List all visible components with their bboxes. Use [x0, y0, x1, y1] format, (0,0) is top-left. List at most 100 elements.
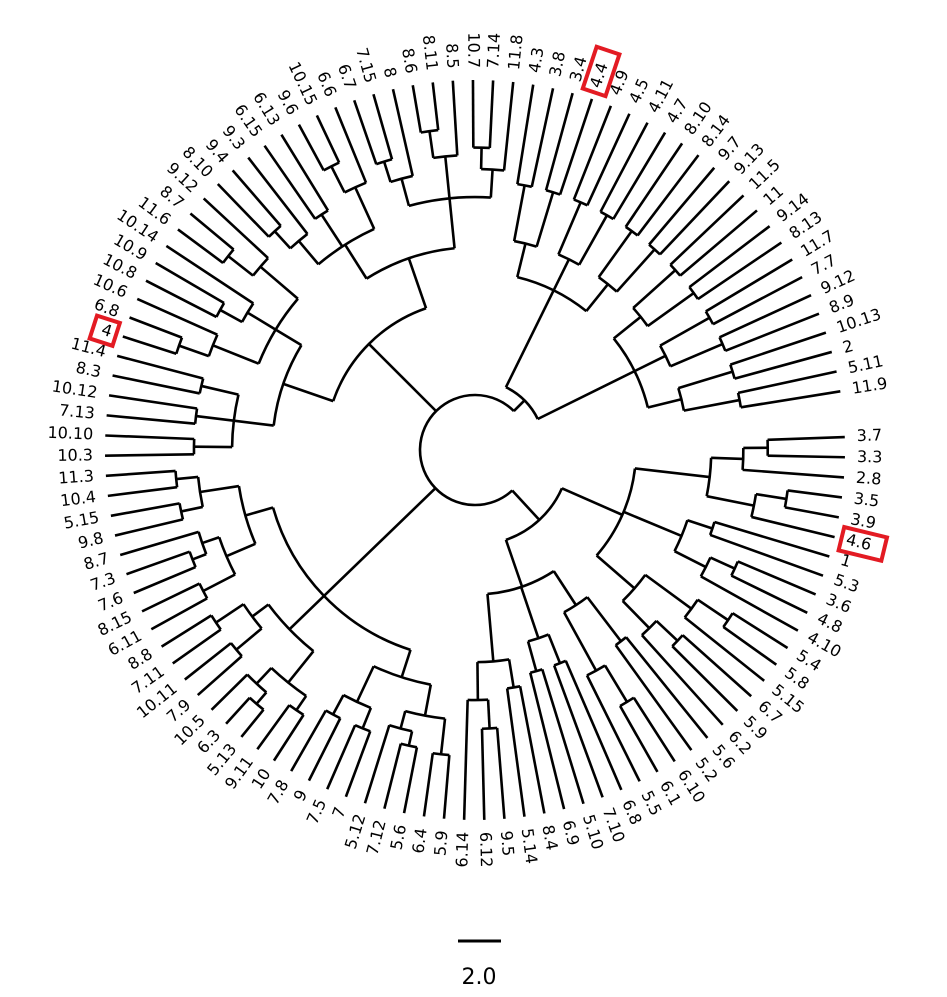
- branch-radial: [150, 597, 208, 631]
- branch-radial: [439, 718, 447, 755]
- branch-radial: [202, 573, 236, 593]
- branch-radial: [288, 594, 325, 631]
- branch-arc: [418, 393, 515, 507]
- branch-radial: [734, 350, 833, 380]
- branch-radial: [272, 714, 305, 762]
- branch-radial: [614, 644, 693, 751]
- branch-arc: [257, 297, 299, 365]
- branch-arc: [317, 227, 375, 266]
- branch-radial: [287, 650, 315, 684]
- branch-radial: [564, 660, 623, 791]
- branch-arc: [614, 636, 627, 647]
- branch-radial: [119, 530, 199, 557]
- leaf-label: 8.4: [538, 823, 561, 852]
- branch-radial: [709, 556, 736, 570]
- leaf-label: 8: [380, 65, 401, 79]
- branch-radial: [172, 628, 222, 665]
- branch-arc: [708, 521, 716, 536]
- branch-radial: [706, 494, 755, 507]
- branch-radial: [355, 665, 375, 703]
- branch-radial: [331, 694, 345, 716]
- branch-radial: [504, 289, 555, 388]
- branch-arc: [481, 167, 505, 172]
- branch-radial: [767, 454, 845, 459]
- branch-radial: [632, 697, 676, 763]
- branch-radial: [273, 230, 292, 250]
- branch-radial: [615, 248, 656, 293]
- branch-radial: [122, 335, 177, 355]
- branch-arc: [215, 302, 226, 318]
- branch-radial: [165, 244, 255, 305]
- branch-radial: [646, 291, 695, 328]
- leaf-label: 10.7: [464, 32, 483, 68]
- leaf-label: 8.3: [74, 358, 103, 382]
- branch-radial: [518, 686, 546, 814]
- branch-arc: [505, 487, 564, 542]
- branch-radial: [202, 197, 269, 260]
- branch-radial: [624, 142, 684, 228]
- branch-radial: [451, 80, 459, 156]
- leaf-label: 8.5: [442, 43, 462, 70]
- branch-radial: [344, 244, 368, 280]
- branch-radial: [431, 82, 440, 131]
- branch-radial: [722, 625, 778, 666]
- branch-radial: [535, 191, 555, 247]
- branch-radial: [541, 668, 585, 805]
- branch-radial: [618, 705, 659, 773]
- branch-radial: [712, 275, 803, 326]
- branch-radial: [516, 243, 527, 278]
- branch-radial: [547, 634, 562, 664]
- branch-radial: [488, 80, 495, 149]
- leaf-label: 4: [99, 320, 115, 341]
- branch-radial: [215, 603, 245, 624]
- branch-radial: [495, 727, 506, 819]
- branch-radial: [632, 269, 677, 309]
- branch-radial: [231, 169, 282, 227]
- branch-radial: [106, 414, 196, 425]
- branch-radial: [562, 611, 598, 672]
- branch-radial: [677, 370, 733, 390]
- branch-radial: [755, 492, 787, 501]
- branch-radial: [612, 315, 642, 340]
- branch-radial: [108, 394, 198, 410]
- branch-radial: [219, 308, 243, 324]
- highlight-box: [87, 313, 123, 349]
- branch-radial: [697, 241, 783, 301]
- branch-radial: [297, 123, 325, 171]
- branch-radial: [572, 105, 613, 201]
- leaf-label: 4.3: [525, 46, 548, 74]
- branch-arc: [624, 225, 639, 237]
- branch-arc: [477, 658, 510, 664]
- branch-arc: [729, 364, 736, 379]
- branch-radial: [411, 85, 423, 133]
- branch-radial: [442, 754, 451, 819]
- branch-radial: [352, 99, 378, 165]
- branch-radial: [235, 627, 263, 651]
- branch-arc: [420, 128, 439, 134]
- branch-radial: [105, 453, 195, 457]
- leaf-label: 5.6: [387, 823, 411, 852]
- branch-radial: [552, 570, 578, 606]
- branch-radial: [597, 230, 633, 278]
- branch-radial: [145, 279, 218, 319]
- branch-radial: [634, 467, 710, 479]
- branch-radial: [504, 539, 524, 588]
- branch-radial: [255, 691, 268, 705]
- branch-arc: [659, 344, 672, 367]
- branch-arc: [198, 582, 209, 599]
- branch-radial: [586, 596, 622, 643]
- branch-arc: [586, 664, 606, 677]
- leaf-label: 3.5: [853, 489, 881, 511]
- leaf-label: 9: [290, 787, 312, 805]
- leaf-label: 6.4: [408, 827, 430, 855]
- branch-radial: [696, 598, 729, 622]
- leaf-label: 3.8: [545, 49, 569, 78]
- branch-radial: [688, 225, 771, 289]
- branch-radial: [176, 475, 199, 481]
- leaf-label: 11.9: [851, 373, 889, 397]
- branch-radial: [502, 81, 515, 171]
- branch-radial: [648, 166, 716, 246]
- branch-radial: [599, 122, 649, 213]
- branch-radial: [184, 642, 232, 681]
